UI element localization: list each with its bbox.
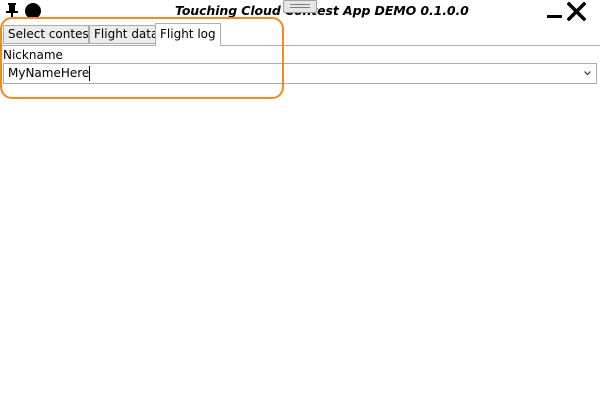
nickname-label: Nickname bbox=[3, 48, 63, 62]
tab-flight-log[interactable]: Flight log bbox=[155, 23, 221, 46]
minimize-icon[interactable] bbox=[547, 15, 562, 18]
tab-panel bbox=[0, 45, 600, 87]
title-bar[interactable]: Touching Cloud Contest App DEMO 0.1.0.0 bbox=[0, 0, 600, 22]
grip-icon[interactable] bbox=[283, 0, 317, 13]
window-title: Touching Cloud Contest App DEMO 0.1.0.0 bbox=[175, 3, 469, 18]
pin-icon[interactable] bbox=[5, 3, 19, 19]
nickname-input[interactable]: MyNameHere bbox=[8, 66, 91, 81]
chevron-down-icon[interactable] bbox=[583, 69, 592, 77]
tab-select-contest[interactable]: Select contest bbox=[3, 25, 93, 44]
nickname-combobox[interactable]: MyNameHere bbox=[3, 63, 597, 84]
tab-flight-data[interactable]: Flight data bbox=[89, 25, 158, 44]
close-icon[interactable] bbox=[567, 2, 586, 21]
circle-icon[interactable] bbox=[25, 3, 41, 19]
